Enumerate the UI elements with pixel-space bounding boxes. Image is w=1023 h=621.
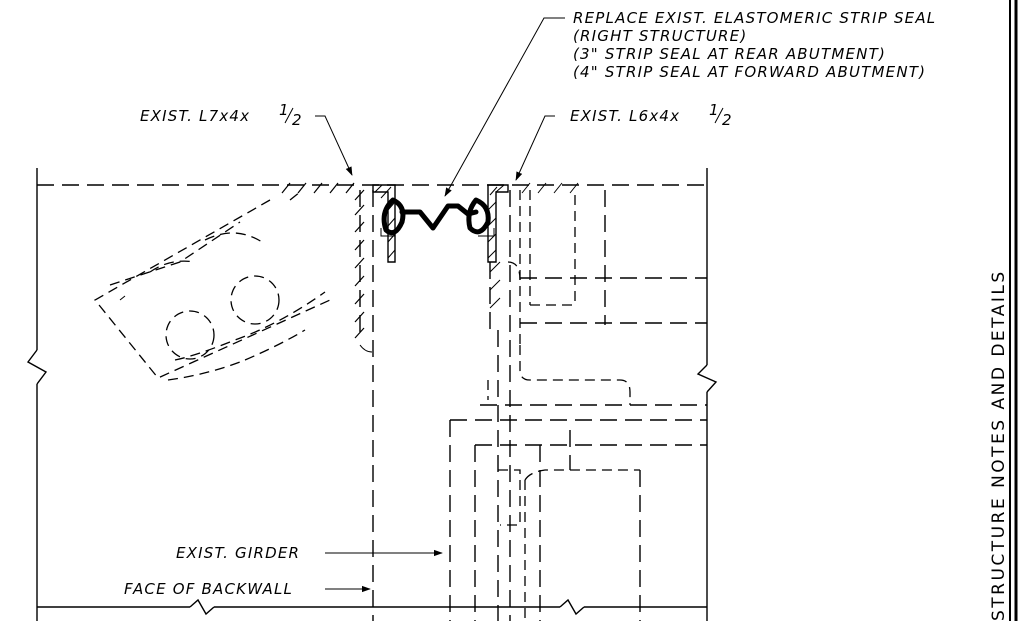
right-angle-label: EXIST. L6x4x: [570, 107, 680, 125]
outer-boundary: [26, 168, 718, 621]
strip-seal-callout-line-2: (RIGHT STRUCTURE): [573, 27, 747, 45]
left-angle-frac-num: 1: [279, 101, 290, 119]
right-angle-frac-num: 1: [709, 101, 720, 119]
backwall-label: FACE OF BACKWALL: [124, 580, 293, 598]
sheet-title: STRUCTURE NOTES AND DETAILS: [989, 269, 1009, 621]
strip-seal-callout-line-1: REPLACE EXIST. ELASTOMERIC STRIP SEAL: [573, 9, 936, 27]
right-angle-frac-den: 2: [722, 111, 733, 129]
right-angle-callout: EXIST. L6x4x 1 2: [570, 101, 733, 129]
left-angle-label: EXIST. L7x4x: [140, 107, 250, 125]
girder-label: EXIST. GIRDER: [176, 544, 300, 562]
strip-seal-callout: REPLACE EXIST. ELASTOMERIC STRIP SEAL (R…: [573, 9, 936, 81]
strip-seal-callout-line-4: (4" STRIP SEAL AT FORWARD ABUTMENT): [573, 63, 926, 81]
left-angle-frac-bar: [284, 107, 294, 124]
strip-seal-callout-line-3: (3" STRIP SEAL AT REAR ABUTMENT): [573, 45, 886, 63]
left-angle-callout: EXIST. L7x4x 1 2: [140, 101, 303, 129]
right-structure-details: [449, 190, 707, 621]
leader-lines: [315, 17, 565, 593]
left-backwall: [281, 182, 396, 621]
right-angle-frac-bar: [714, 107, 724, 124]
right-backwall: [487, 182, 579, 621]
left-angle-frac-den: 2: [292, 111, 303, 129]
strip-seal: [380, 197, 495, 237]
left-slab-detail: [94, 191, 331, 381]
